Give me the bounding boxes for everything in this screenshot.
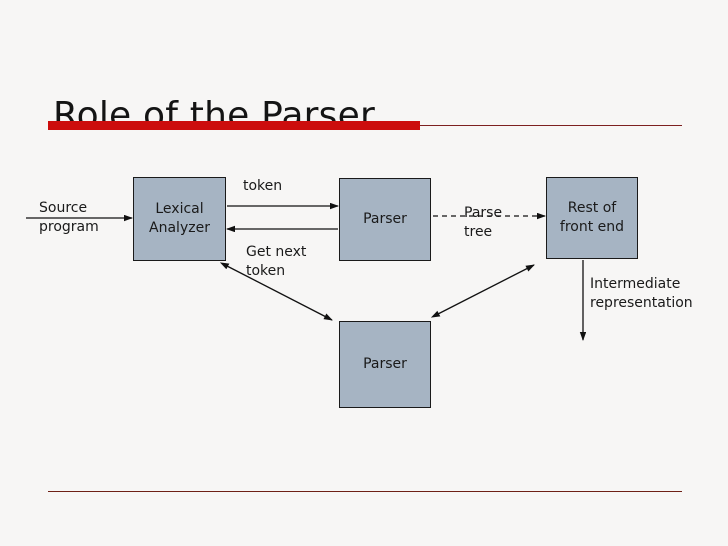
page-title: Role of the Parser bbox=[53, 95, 375, 137]
diagram-label-token: token bbox=[243, 178, 283, 194]
diagram-box-lexical-analyzer[interactable]: Lexical Analyzer bbox=[133, 177, 226, 261]
diagram-box-rest-of-front-end[interactable]: Rest of front end bbox=[546, 177, 638, 259]
footer-rule bbox=[48, 491, 682, 492]
diagram-label-intermediate-representation: Intermediate representation bbox=[590, 276, 693, 311]
diagram-box-parser-top[interactable]: Parser bbox=[339, 178, 431, 261]
diagram-box-parser-bottom[interactable]: Parser bbox=[339, 321, 431, 408]
diagram-label-get-next-token: Get next token bbox=[246, 244, 307, 279]
diagram-label-parse-tree: Parse tree bbox=[464, 205, 503, 240]
parser-bottom-to-front-end-arrow bbox=[430, 264, 535, 318]
title-rule-accent bbox=[48, 121, 420, 130]
diagram-label-source-program: Source program bbox=[39, 200, 99, 235]
